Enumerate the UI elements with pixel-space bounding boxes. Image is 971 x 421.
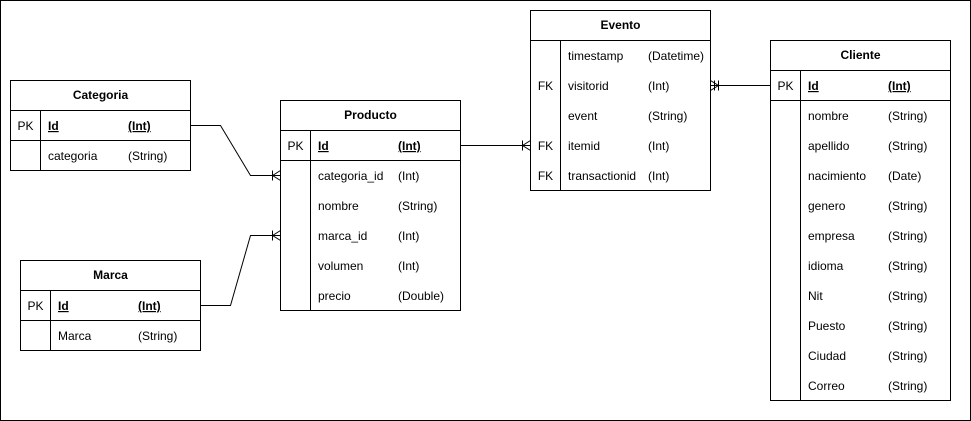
row-key: FK [538,169,553,183]
row-key: PK [777,79,793,93]
row-type: (String) [138,329,177,343]
row-type: (Int) [888,79,911,93]
row-key: PK [17,119,33,133]
row-name: Correo [808,379,845,393]
row-type: (String) [888,379,927,393]
row-type: (String) [888,289,927,303]
entity-cliente[interactable]: Cliente PK Id (Int) nombre (String) apel… [770,40,951,401]
row-name: event [568,109,598,123]
row-name: visitorid [568,79,609,93]
row-name: Id [58,299,69,313]
row-name: apellido [808,139,850,153]
row-type: (String) [648,109,687,123]
row-name: categoria [48,149,98,163]
row-name: categoria_id [318,169,383,183]
row-type: (Int) [398,169,419,183]
entity-evento[interactable]: Evento timestamp (Datetime) FK visitorid… [530,10,711,191]
row-name: nacimiento [808,169,866,183]
row-type: (Int) [648,79,669,93]
entity-title: Marca [93,268,128,282]
row-name: genero [808,199,846,213]
row-type: (Int) [648,169,669,183]
row-type: (String) [888,319,927,333]
relationship-marca-producto [200,230,281,306]
row-type: (String) [398,199,437,213]
row-name: nombre [808,109,849,123]
row-type: (String) [888,259,927,273]
row-name: Id [318,139,329,153]
row-name: precio [318,289,351,303]
row-type: (String) [888,229,927,243]
row-type: (String) [888,349,927,363]
row-key: FK [538,79,553,93]
row-type: (String) [888,109,927,123]
row-name: nombre [318,199,359,213]
row-type: (Int) [398,139,421,153]
row-name: empresa [808,229,855,243]
row-type: (Int) [398,229,419,243]
row-name: Id [48,119,59,133]
row-name: transactionid [568,169,636,183]
row-type: (Date) [888,169,921,183]
row-name: idioma [808,259,844,273]
row-type: (Double) [398,289,444,303]
entity-title: Categoria [73,88,129,102]
row-key: FK [538,139,553,153]
relationship-categoria-producto [190,125,281,181]
row-type: (String) [888,139,927,153]
row-name: Id [808,79,819,93]
row-name: marca_id [318,229,367,243]
row-name: Nit [808,289,823,303]
entity-title: Evento [600,18,640,32]
entity-producto[interactable]: Producto PK Id (Int) categoria_id (Int) … [280,100,461,311]
relationship-producto-evento [460,140,531,151]
row-type: (Int) [398,259,419,273]
row-name: timestamp [568,49,624,63]
row-type: (Int) [648,139,669,153]
row-type: (String) [888,199,927,213]
row-type: (Datetime) [648,49,704,63]
entity-categoria[interactable]: Categoria PK Id (Int) categoria (String) [10,80,191,171]
entity-title: Producto [344,108,397,122]
row-key: PK [287,139,303,153]
row-name: volumen [318,259,363,273]
row-name: Puesto [808,319,846,333]
row-name: Ciudad [808,349,846,363]
row-name: itemid [568,139,600,153]
row-name: Marca [58,329,92,343]
entity-title: Cliente [840,48,880,62]
row-type: (Int) [138,299,161,313]
row-type: (Int) [128,119,151,133]
row-key: PK [27,299,43,313]
entity-marca[interactable]: Marca PK Id (Int) Marca (String) [20,260,201,351]
relationship-cliente-evento [710,80,771,91]
row-type: (String) [128,149,167,163]
